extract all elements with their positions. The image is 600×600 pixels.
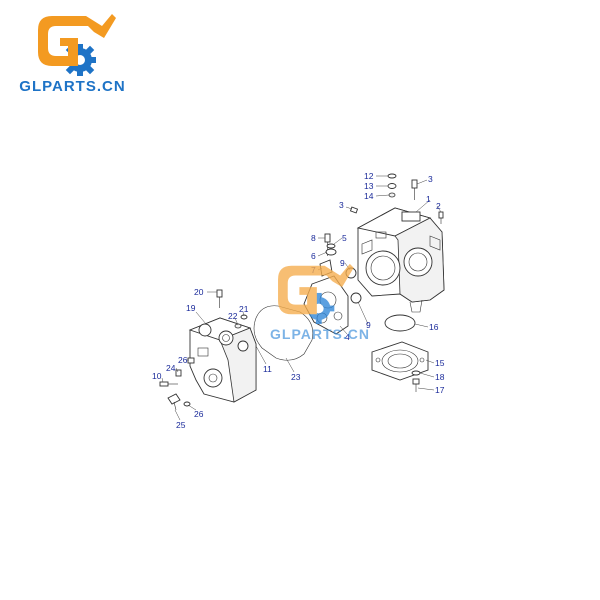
flange-cover-part xyxy=(371,341,429,381)
callout-10: 10 xyxy=(152,371,162,381)
callout-9-upper: 9 xyxy=(340,258,345,268)
callout-12: 12 xyxy=(364,171,374,181)
callout-2: 2 xyxy=(436,201,441,211)
pump-housing-part xyxy=(356,207,445,313)
callout-3-top: 3 xyxy=(428,174,433,184)
bolt-17 xyxy=(411,370,421,392)
callout-19: 19 xyxy=(186,303,196,313)
callout-22: 22 xyxy=(228,311,238,321)
callout-25: 25 xyxy=(176,420,186,430)
brand-name: GLPARTS.CN xyxy=(19,78,126,95)
callout-5: 5 xyxy=(342,233,347,243)
brand-logo: GLPARTS.CN xyxy=(10,8,130,98)
callout-18: 18 xyxy=(435,372,445,382)
callout-14: 14 xyxy=(364,191,374,201)
callout-21: 21 xyxy=(239,304,249,314)
callout-26-upper: 26 xyxy=(178,355,188,365)
callout-23: 23 xyxy=(291,372,301,382)
callout-1: 1 xyxy=(426,194,431,204)
callout-26-lower: 26 xyxy=(194,409,204,419)
end-cover-small-parts xyxy=(159,289,248,411)
callout-20: 20 xyxy=(194,287,204,297)
callout-16: 16 xyxy=(429,322,439,332)
callout-9-lower: 9 xyxy=(366,320,371,330)
callout-11: 11 xyxy=(263,364,272,374)
watermark-text: GLPARTS.CN xyxy=(270,326,370,342)
brand-logo-icon xyxy=(38,14,116,76)
end-cover-part xyxy=(188,317,257,403)
callout-24: 24 xyxy=(166,363,176,373)
callout-15: 15 xyxy=(435,358,445,368)
callout-3-left: 3 xyxy=(339,200,344,210)
callout-8: 8 xyxy=(311,233,316,243)
callout-17: 17 xyxy=(435,385,445,395)
callout-13: 13 xyxy=(364,181,374,191)
watermark-logo-icon xyxy=(278,263,354,324)
callout-6: 6 xyxy=(311,251,316,261)
gasket-23 xyxy=(253,305,314,361)
callout-labels: 12 13 14 3 3 1 2 8 5 6 7 9 9 4 16 15 18 … xyxy=(152,171,445,430)
brand-watermark: GLPARTS.CN xyxy=(255,258,375,358)
leader-lines xyxy=(161,175,442,421)
o-ring-16 xyxy=(384,314,416,332)
callout-4: 4 xyxy=(345,332,350,342)
